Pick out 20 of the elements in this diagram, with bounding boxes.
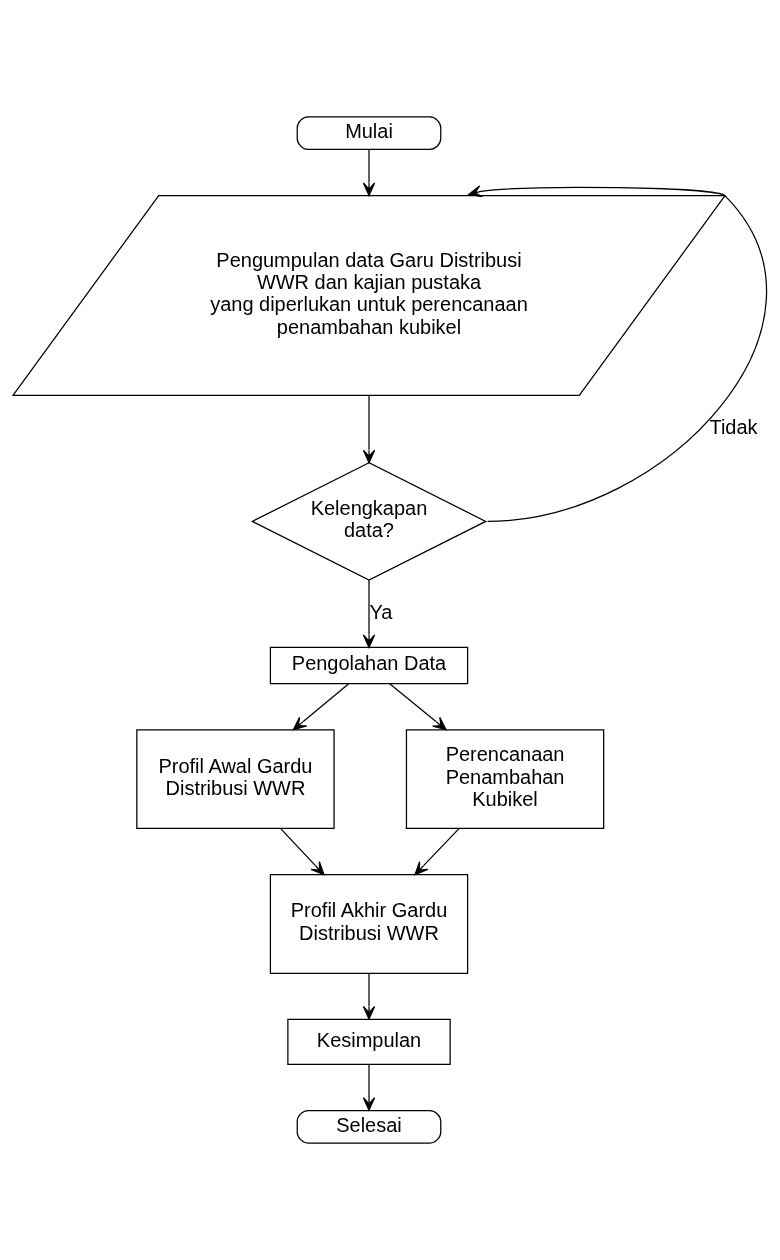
node-box: Profil Akhir Gardu Distribusi WWR [269, 874, 469, 974]
arrow [362, 972, 376, 1020]
node-box: Profil Awal Gardu Distribusi WWR [136, 729, 335, 830]
arrow [292, 683, 350, 731]
arrow [414, 827, 460, 876]
arrow [362, 394, 376, 464]
node-box: Kesimpulan [287, 1018, 451, 1065]
node-box: Perencanaan Penambahan Kubikel [405, 729, 605, 830]
arrow [362, 1064, 376, 1111]
edge-label: Tidak [709, 415, 758, 438]
arrow [468, 185, 767, 523]
node-box: Mulai [296, 116, 442, 151]
arrow [362, 579, 376, 649]
node-diamond: Kelengkapan data? [250, 462, 488, 581]
node-box: Pengolahan Data [269, 646, 469, 685]
node-box: Selesai [296, 1109, 442, 1144]
edge-label: Ya [369, 600, 393, 623]
arrow [280, 827, 325, 876]
arrow [389, 683, 447, 731]
arrow [362, 149, 376, 197]
